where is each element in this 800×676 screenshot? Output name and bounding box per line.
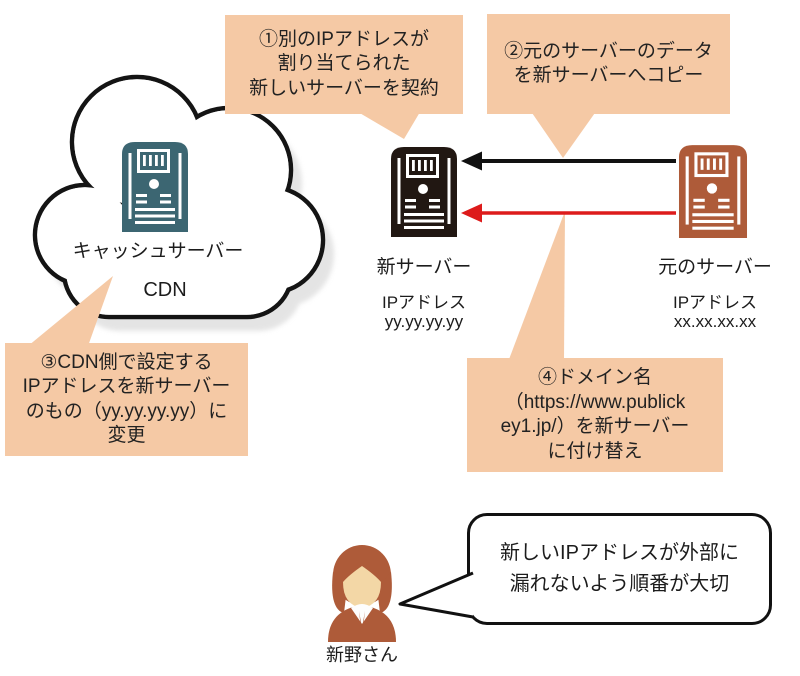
cache-server-label: キャッシュサーバー <box>72 241 244 262</box>
callout-step1-line: ①別のIPアドレスが <box>259 28 429 50</box>
origin-server-ip-caption: IPアドレス <box>672 293 758 312</box>
callout1-pointer <box>358 112 420 139</box>
callout-step1-line: 新しいサーバーを契約 <box>249 77 439 99</box>
callout-step3-line: IPアドレスを新サーバー <box>22 376 231 397</box>
speech-line: 漏れないよう順番が大切 <box>509 573 730 595</box>
speech-bubble-tail <box>398 571 474 619</box>
callout2-pointer <box>530 110 597 158</box>
callout-step4: ④ドメイン名 （https://www.publick ey1.jp/）を新サー… <box>467 358 723 472</box>
person-name: 新野さん <box>326 645 398 665</box>
new-server-icon <box>391 145 457 237</box>
callout-step4-line: ④ドメイン名 <box>537 367 652 388</box>
copy-data-arrow <box>461 151 676 171</box>
callout-step3-line: ③CDN側で設定する <box>40 351 213 373</box>
callout4-pointer <box>508 211 565 362</box>
dns-switch-arrow <box>461 203 676 223</box>
callout-step2-line: ②元のサーバーのデータ <box>504 40 713 62</box>
new-server-ip-caption: IPアドレス <box>381 293 467 312</box>
callout-step1-line: 割り当てられた <box>277 53 411 75</box>
callout-step4-line: （https://www.publick <box>504 391 686 413</box>
callout-step4-line: ey1.jp/）を新サーバー <box>500 416 690 437</box>
new-server-ip-value: yy.yy.yy.yy <box>384 312 464 331</box>
origin-server-icon <box>678 143 748 238</box>
origin-server-label: 元のサーバー <box>658 257 772 278</box>
callout-step3-line: のもの（yy.yy.yy.yy）に <box>25 400 228 422</box>
speech-bubble: 新しいIPアドレスが外部に 漏れないよう順番が大切 <box>467 513 772 625</box>
callout-step2-line: を新サーバーへコピー <box>513 65 704 86</box>
callout-step1: ①別のIPアドレスが 割り当てられた 新しいサーバーを契約 <box>225 15 463 114</box>
new-server-label: 新サーバー <box>376 257 472 278</box>
callout-step3: ③CDN側で設定する IPアドレスを新サーバー のもの（yy.yy.yy.yy）… <box>5 343 248 456</box>
origin-server-ip-value: xx.xx.xx.xx <box>673 312 757 331</box>
callout-step2: ②元のサーバーのデータ を新サーバーへコピー <box>487 14 730 114</box>
callout-step4-line: に付け替え <box>547 440 643 462</box>
cdn-label: CDN <box>143 279 187 301</box>
person-avatar <box>328 545 396 642</box>
cache-server-icon <box>122 140 188 232</box>
speech-line: 新しいIPアドレスが外部に <box>500 542 739 564</box>
callout-step3-line: 変更 <box>107 425 146 446</box>
